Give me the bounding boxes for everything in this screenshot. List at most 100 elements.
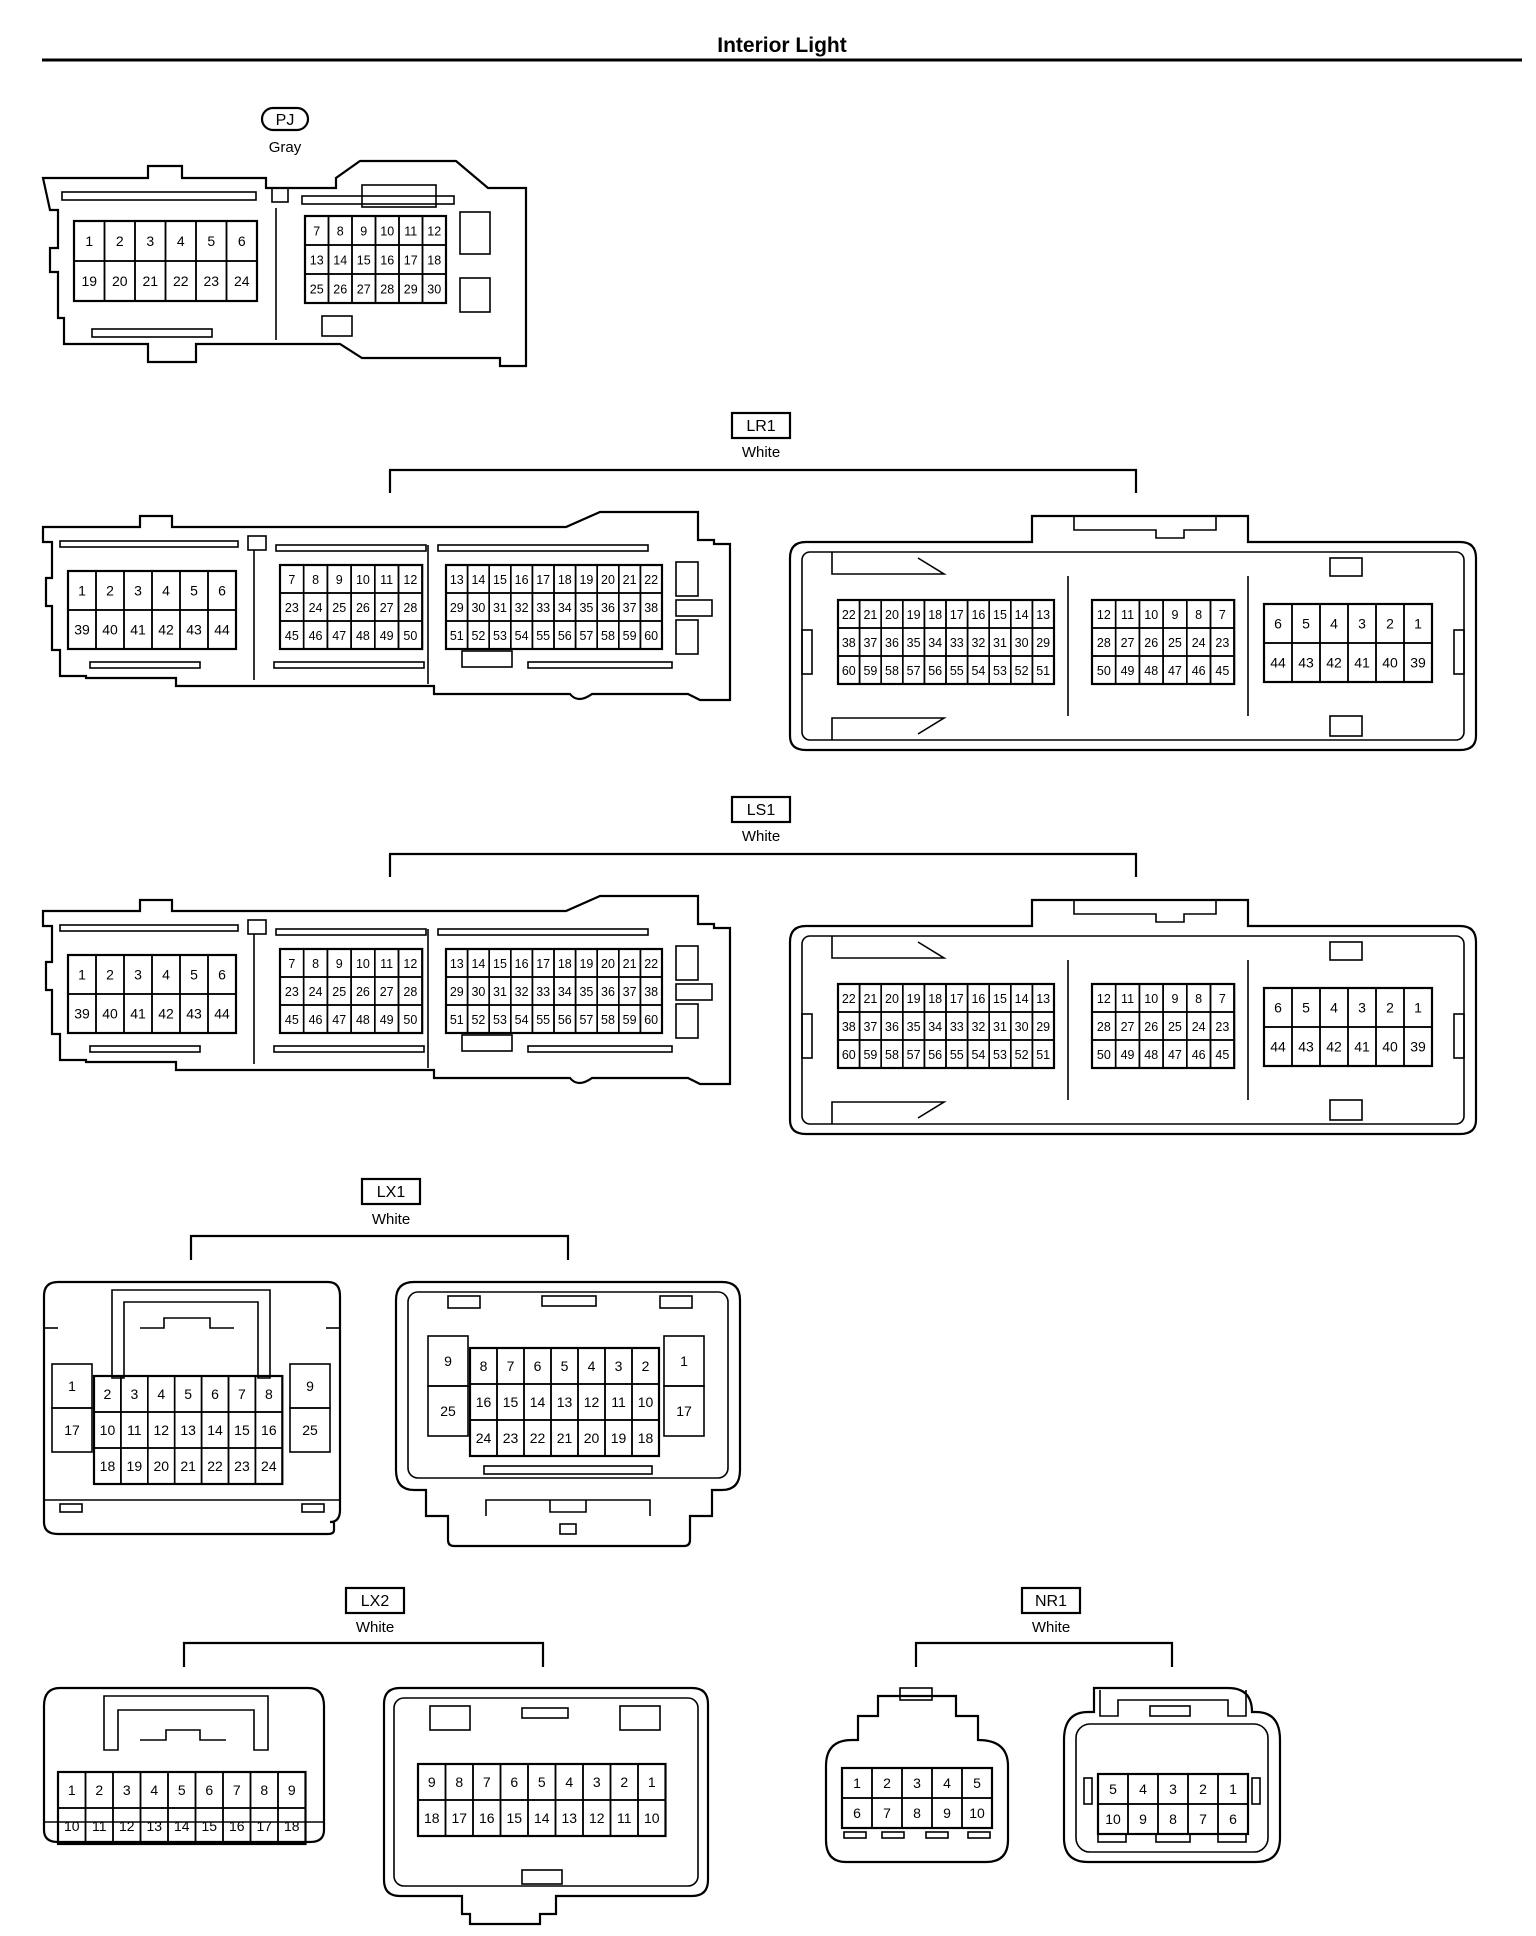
- pin-number: 27: [380, 601, 394, 615]
- pin-number: 11: [380, 573, 393, 587]
- pin-number: 12: [584, 1394, 600, 1410]
- ls1-female-housing: [788, 898, 1478, 1136]
- ls1-code: LS1: [747, 802, 776, 819]
- pin-number: 3: [134, 583, 142, 599]
- pin-number: 8: [1195, 608, 1202, 622]
- pin-number: 42: [158, 622, 174, 638]
- pj-latch-mark: [271, 187, 289, 203]
- lx2-color: White: [356, 1619, 394, 1636]
- pin-number: 34: [558, 601, 572, 615]
- pin-grid-frame: [416, 1762, 667, 1838]
- pin-number: 30: [1015, 1020, 1029, 1034]
- pin-number: 4: [1330, 1000, 1338, 1016]
- pin-number: 56: [928, 664, 942, 678]
- pin-number: 20: [112, 273, 128, 289]
- pin-number: 52: [471, 1013, 485, 1027]
- pin-number: 46: [1192, 1048, 1206, 1062]
- nr1-male-top-tab: [899, 1687, 933, 1701]
- side-key: [675, 619, 699, 655]
- nr1-female-inner: [1075, 1723, 1269, 1853]
- pin-number: 41: [130, 622, 146, 638]
- side-key: [1453, 629, 1465, 675]
- pin-number: 33: [950, 1020, 964, 1034]
- pin-number: 12: [427, 225, 441, 239]
- pin-grid-frame: [56, 1770, 307, 1846]
- pin-number: 55: [950, 1048, 964, 1062]
- pin-number: 48: [1144, 664, 1158, 678]
- lx1-female-latch-tab: [549, 1500, 587, 1513]
- rib: [275, 928, 427, 936]
- pin-number: 20: [153, 1458, 169, 1474]
- pin-number: 3: [593, 1774, 601, 1790]
- pin-number: 4: [162, 967, 170, 983]
- pin-number: 36: [601, 985, 615, 999]
- pin-number: 7: [1199, 1811, 1207, 1827]
- pin-number: 35: [907, 1020, 921, 1034]
- rib: [273, 661, 425, 669]
- pin-number: 9: [1171, 992, 1178, 1006]
- pin-number: 16: [479, 1810, 495, 1826]
- pin-number: 2: [104, 1386, 112, 1402]
- nr1-female-lock-tab: [1149, 1705, 1191, 1717]
- pin-number: 9: [444, 1353, 452, 1369]
- pin-number: 4: [162, 583, 170, 599]
- pin-number: 43: [1298, 655, 1314, 671]
- pin-number: 45: [285, 1013, 299, 1027]
- latch-mark: [247, 919, 267, 935]
- pin-number: 2: [106, 967, 114, 983]
- pin-number: 20: [885, 992, 899, 1006]
- pin-number: 11: [380, 957, 393, 971]
- pin-grid-frame: [1262, 986, 1434, 1068]
- pin-number: 35: [579, 601, 593, 615]
- lx1-female-top-tab-r: [659, 1295, 693, 1309]
- pin-number: 5: [190, 967, 198, 983]
- pin-number: 21: [863, 992, 877, 1006]
- pin-number: 4: [150, 1782, 158, 1798]
- pin-number: 48: [356, 629, 370, 643]
- pin-number: 15: [503, 1394, 519, 1410]
- pin-number: 1: [1414, 616, 1422, 632]
- lx1-male-lock-tab: [140, 1317, 234, 1329]
- pin-number: 55: [536, 1013, 550, 1027]
- rib: [89, 1045, 201, 1053]
- pin-number: 22: [842, 992, 856, 1006]
- pin-grid-frame: [1090, 598, 1236, 686]
- pin-number: 59: [863, 1048, 877, 1062]
- ls1-bracket: [388, 852, 1138, 877]
- pin-grid-frame: [66, 569, 238, 651]
- pin-number: 21: [557, 1430, 573, 1446]
- pin-number: 54: [971, 664, 985, 678]
- pin-number: 6: [1229, 1811, 1237, 1827]
- pin-number: 43: [186, 622, 202, 638]
- nr1-code: NR1: [1035, 1593, 1067, 1610]
- female-housing-outline: [788, 514, 1478, 752]
- pin-number: 24: [234, 273, 250, 289]
- pin-number: 43: [186, 1006, 202, 1022]
- pin-number: 59: [863, 664, 877, 678]
- rib: [275, 544, 427, 552]
- pj-bottom-key: [321, 315, 353, 337]
- pin-number: 13: [450, 573, 464, 587]
- pin-number: 52: [1015, 664, 1029, 678]
- pin-number: 10: [64, 1818, 80, 1834]
- pin-number: 4: [157, 1386, 165, 1402]
- pin-number: 29: [450, 985, 464, 999]
- pin-number: 15: [993, 608, 1007, 622]
- pin-number: 6: [534, 1358, 542, 1374]
- pin-number: 18: [558, 573, 572, 587]
- pin-number: 32: [515, 601, 529, 615]
- pin-number: 9: [1139, 1811, 1147, 1827]
- nr1-bracket: [914, 1641, 1174, 1667]
- pin-number: 15: [993, 992, 1007, 1006]
- pin-number: 56: [558, 629, 572, 643]
- pin-number: 28: [1097, 636, 1111, 650]
- pin-number: 18: [424, 1810, 440, 1826]
- pin-number: 15: [493, 957, 507, 971]
